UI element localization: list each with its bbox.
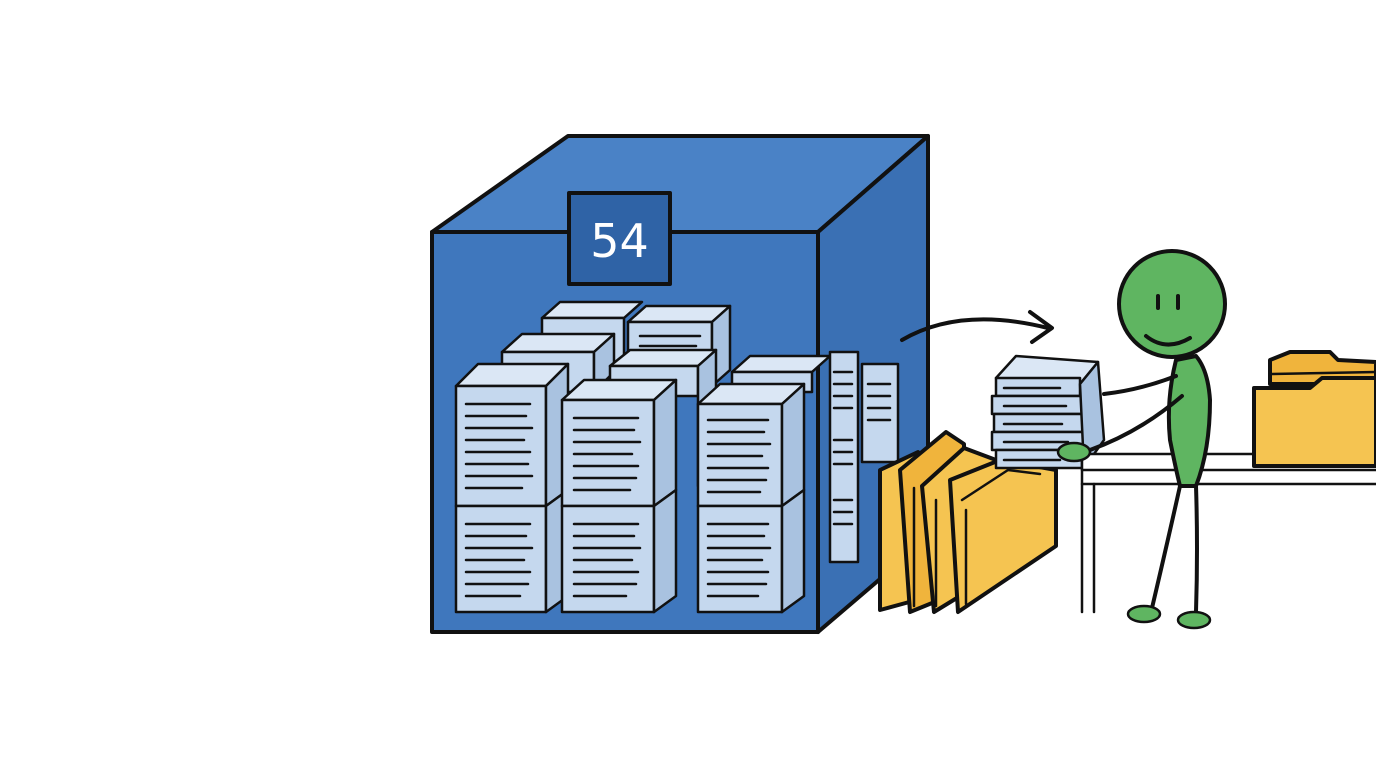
figure-leg — [1194, 484, 1199, 614]
box-label: 54 — [590, 214, 649, 268]
paper-stack-side — [828, 350, 900, 564]
paper-stack — [560, 378, 678, 614]
figure-smile — [1144, 334, 1192, 347]
folder-icon — [1252, 350, 1376, 468]
figure-arm — [1102, 374, 1178, 396]
paper-stack — [454, 362, 570, 614]
figure-head — [1117, 249, 1227, 359]
folder-icon — [948, 458, 1058, 614]
arrow-icon — [900, 310, 1054, 344]
figure-foot — [1176, 610, 1212, 630]
folders — [878, 430, 1058, 614]
box-label-plate — [567, 191, 672, 286]
paper-stack — [696, 382, 806, 614]
paper-stacks — [454, 300, 900, 614]
desk — [1080, 452, 1376, 614]
figure-foot — [1126, 604, 1162, 624]
figure-arm — [1088, 394, 1184, 452]
held-paper-stack — [990, 354, 1106, 470]
figure-leg — [1150, 484, 1182, 610]
stick-figure — [1056, 249, 1227, 630]
figure-hand — [1056, 441, 1092, 463]
